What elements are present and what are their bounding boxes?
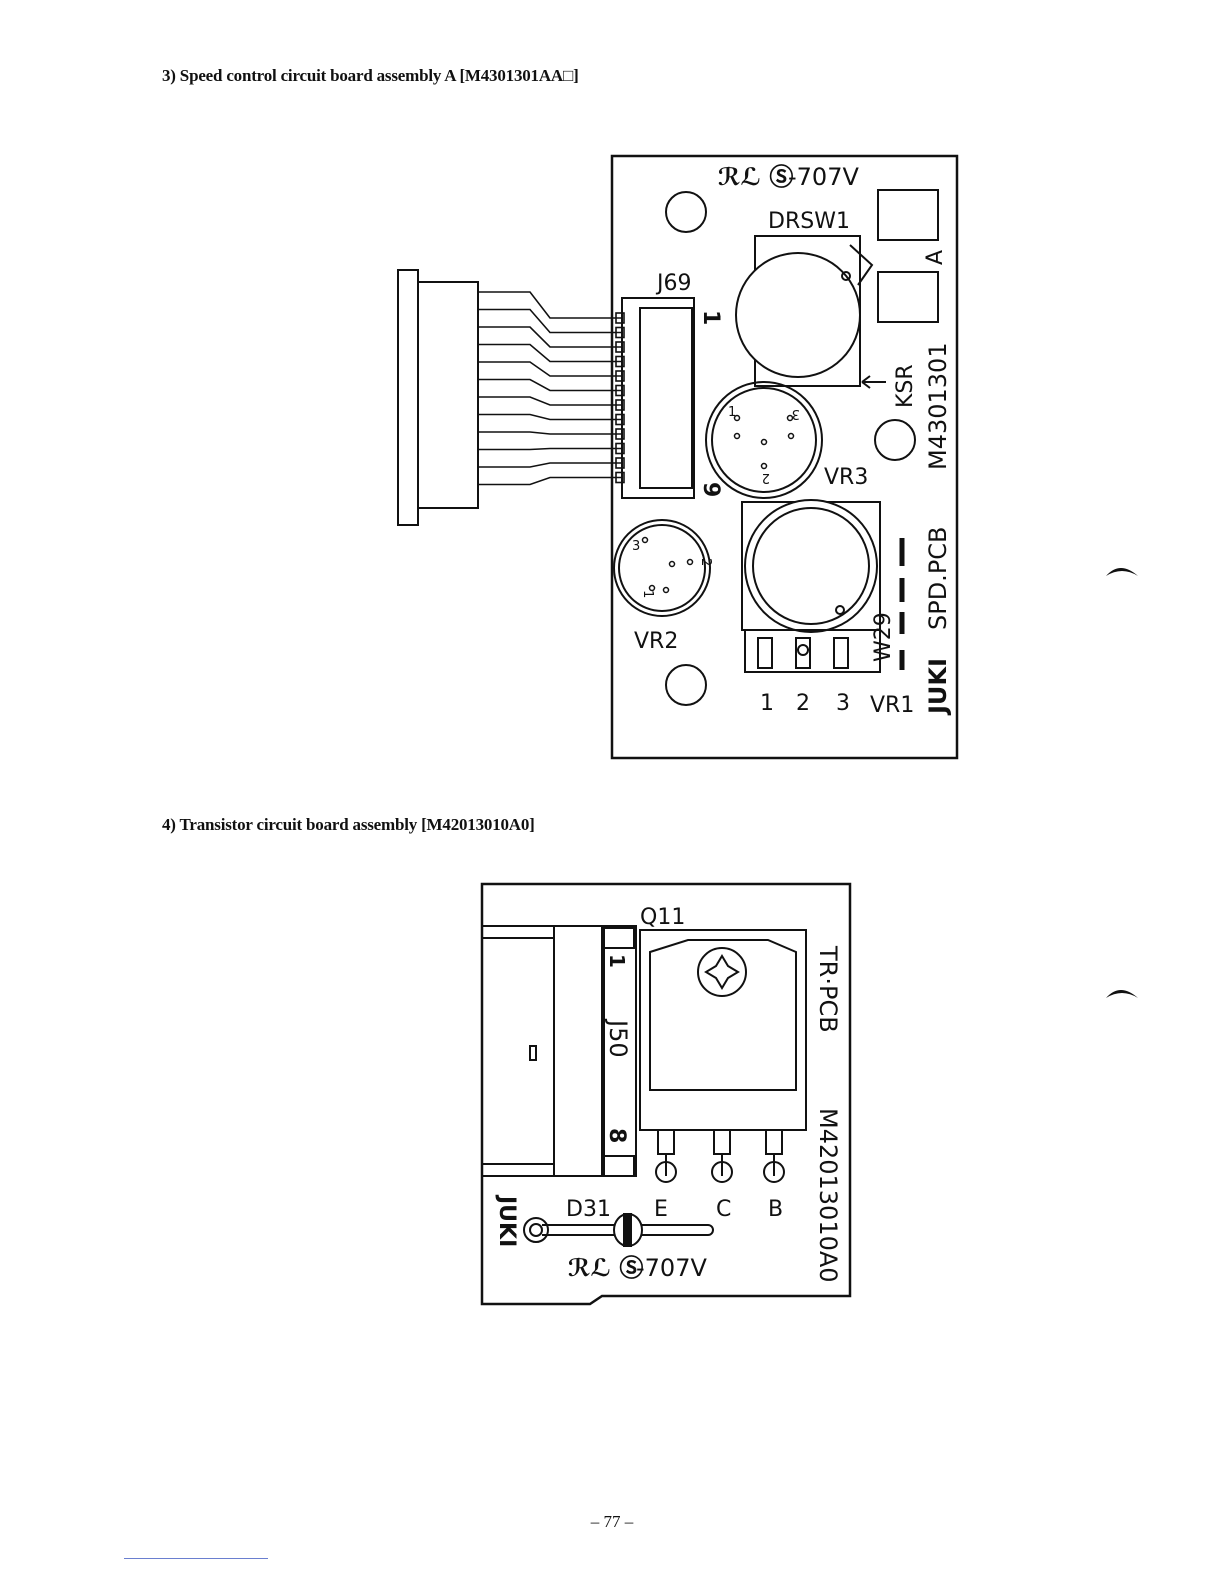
label-j50-pin-8: 8 <box>604 1128 629 1143</box>
label-vr1: VR1 <box>870 693 914 718</box>
cert-code: -707V <box>636 1254 707 1282</box>
vr3-contacts <box>735 416 794 469</box>
label-vr1-pin-2: 2 <box>796 691 810 716</box>
diode-d31 <box>524 1214 713 1246</box>
ribbon-wire <box>478 362 622 376</box>
ribbon-wire <box>478 449 622 450</box>
label-vr2-pin-2: 2 <box>698 558 713 566</box>
page-number: – 77 – <box>0 1512 1224 1532</box>
ribbon-wire <box>478 292 622 318</box>
ribbon-wire <box>478 478 622 485</box>
label-j69: J69 <box>655 271 691 296</box>
connector-j69 <box>622 298 694 498</box>
label-drsw1: DRSW1 <box>768 209 850 234</box>
label-vr1-pin-3: 3 <box>836 691 850 716</box>
label-vr3: VR3 <box>824 465 868 490</box>
footer-rule <box>124 1558 268 1559</box>
label-vr3-pin-1: 1 <box>728 405 736 420</box>
ribbon-wire <box>478 397 622 405</box>
cert-mark: ℛℒ Ⓢ <box>718 163 793 191</box>
label-board-name: TR·PCB <box>814 945 842 1033</box>
ribbon-wire <box>478 432 622 434</box>
label-d31: D31 <box>566 1197 611 1222</box>
ksr-arrow <box>862 376 886 388</box>
label-board-code: M4301301 <box>924 342 952 470</box>
ribbon-wire <box>478 310 622 333</box>
mounting-hole <box>875 420 915 460</box>
label-a: A <box>923 250 948 265</box>
label-j69-pin-9: 9 <box>698 482 723 497</box>
label-j50-pin-1: 1 <box>605 954 629 968</box>
label-vr1-pin-1: 1 <box>760 691 774 716</box>
transistor-board-diagram: 1 J50 8 Q11 E C B D31 ℛℒ Ⓢ -707V TR·PCB … <box>478 880 858 1310</box>
label-j69-pin-1: 1 <box>698 310 723 325</box>
label-brand: JUKI <box>494 1194 519 1247</box>
label-vr2-pin-3: 3 <box>632 539 640 554</box>
label-vr2: VR2 <box>634 629 678 654</box>
connector-body <box>482 926 604 1176</box>
label-vr3-pin-3: 3 <box>792 406 800 421</box>
margin-mark <box>1104 982 1140 1002</box>
mounting-hole <box>666 192 706 232</box>
cert-code: -707V <box>788 163 859 191</box>
label-b: B <box>768 1197 783 1222</box>
label-j50: J50 <box>604 1018 632 1058</box>
label-w29: W29 <box>871 612 896 662</box>
label-vr2-pin-1: 1 <box>640 590 655 598</box>
mounting-hole <box>666 665 706 705</box>
ribbon-wire <box>478 380 622 391</box>
label-board-name: SPD.PCB <box>924 526 952 630</box>
potentiometer-vr2 <box>614 520 710 616</box>
speed-control-board-diagram: ℛℒ Ⓢ -707V DRSW1 A J69 1 9 KSR 1 <box>390 150 970 770</box>
label-vr3-pin-2: 2 <box>762 470 770 485</box>
potentiometer-vr1 <box>742 500 880 672</box>
label-q11: Q11 <box>640 905 685 930</box>
label-e: E <box>654 1197 668 1222</box>
ribbon-wire <box>478 463 622 467</box>
heading-transistor-board: 4) Transistor circuit board assembly [M4… <box>162 815 535 835</box>
connector-housing <box>398 270 478 525</box>
ribbon-cable <box>478 292 624 485</box>
cert-mark: ℛℒ Ⓢ <box>568 1254 643 1282</box>
label-brand: JUKI <box>924 658 952 716</box>
ribbon-wire <box>478 415 622 420</box>
transistor-q11 <box>640 930 806 1182</box>
label-c: C <box>716 1197 731 1222</box>
label-board-code: M42013010A0 <box>814 1108 842 1283</box>
margin-mark <box>1104 560 1140 580</box>
vr2-contacts <box>643 538 693 593</box>
label-ksr: KSR <box>893 364 918 408</box>
heading-speed-control-board: 3) Speed control circuit board assembly … <box>162 66 579 86</box>
